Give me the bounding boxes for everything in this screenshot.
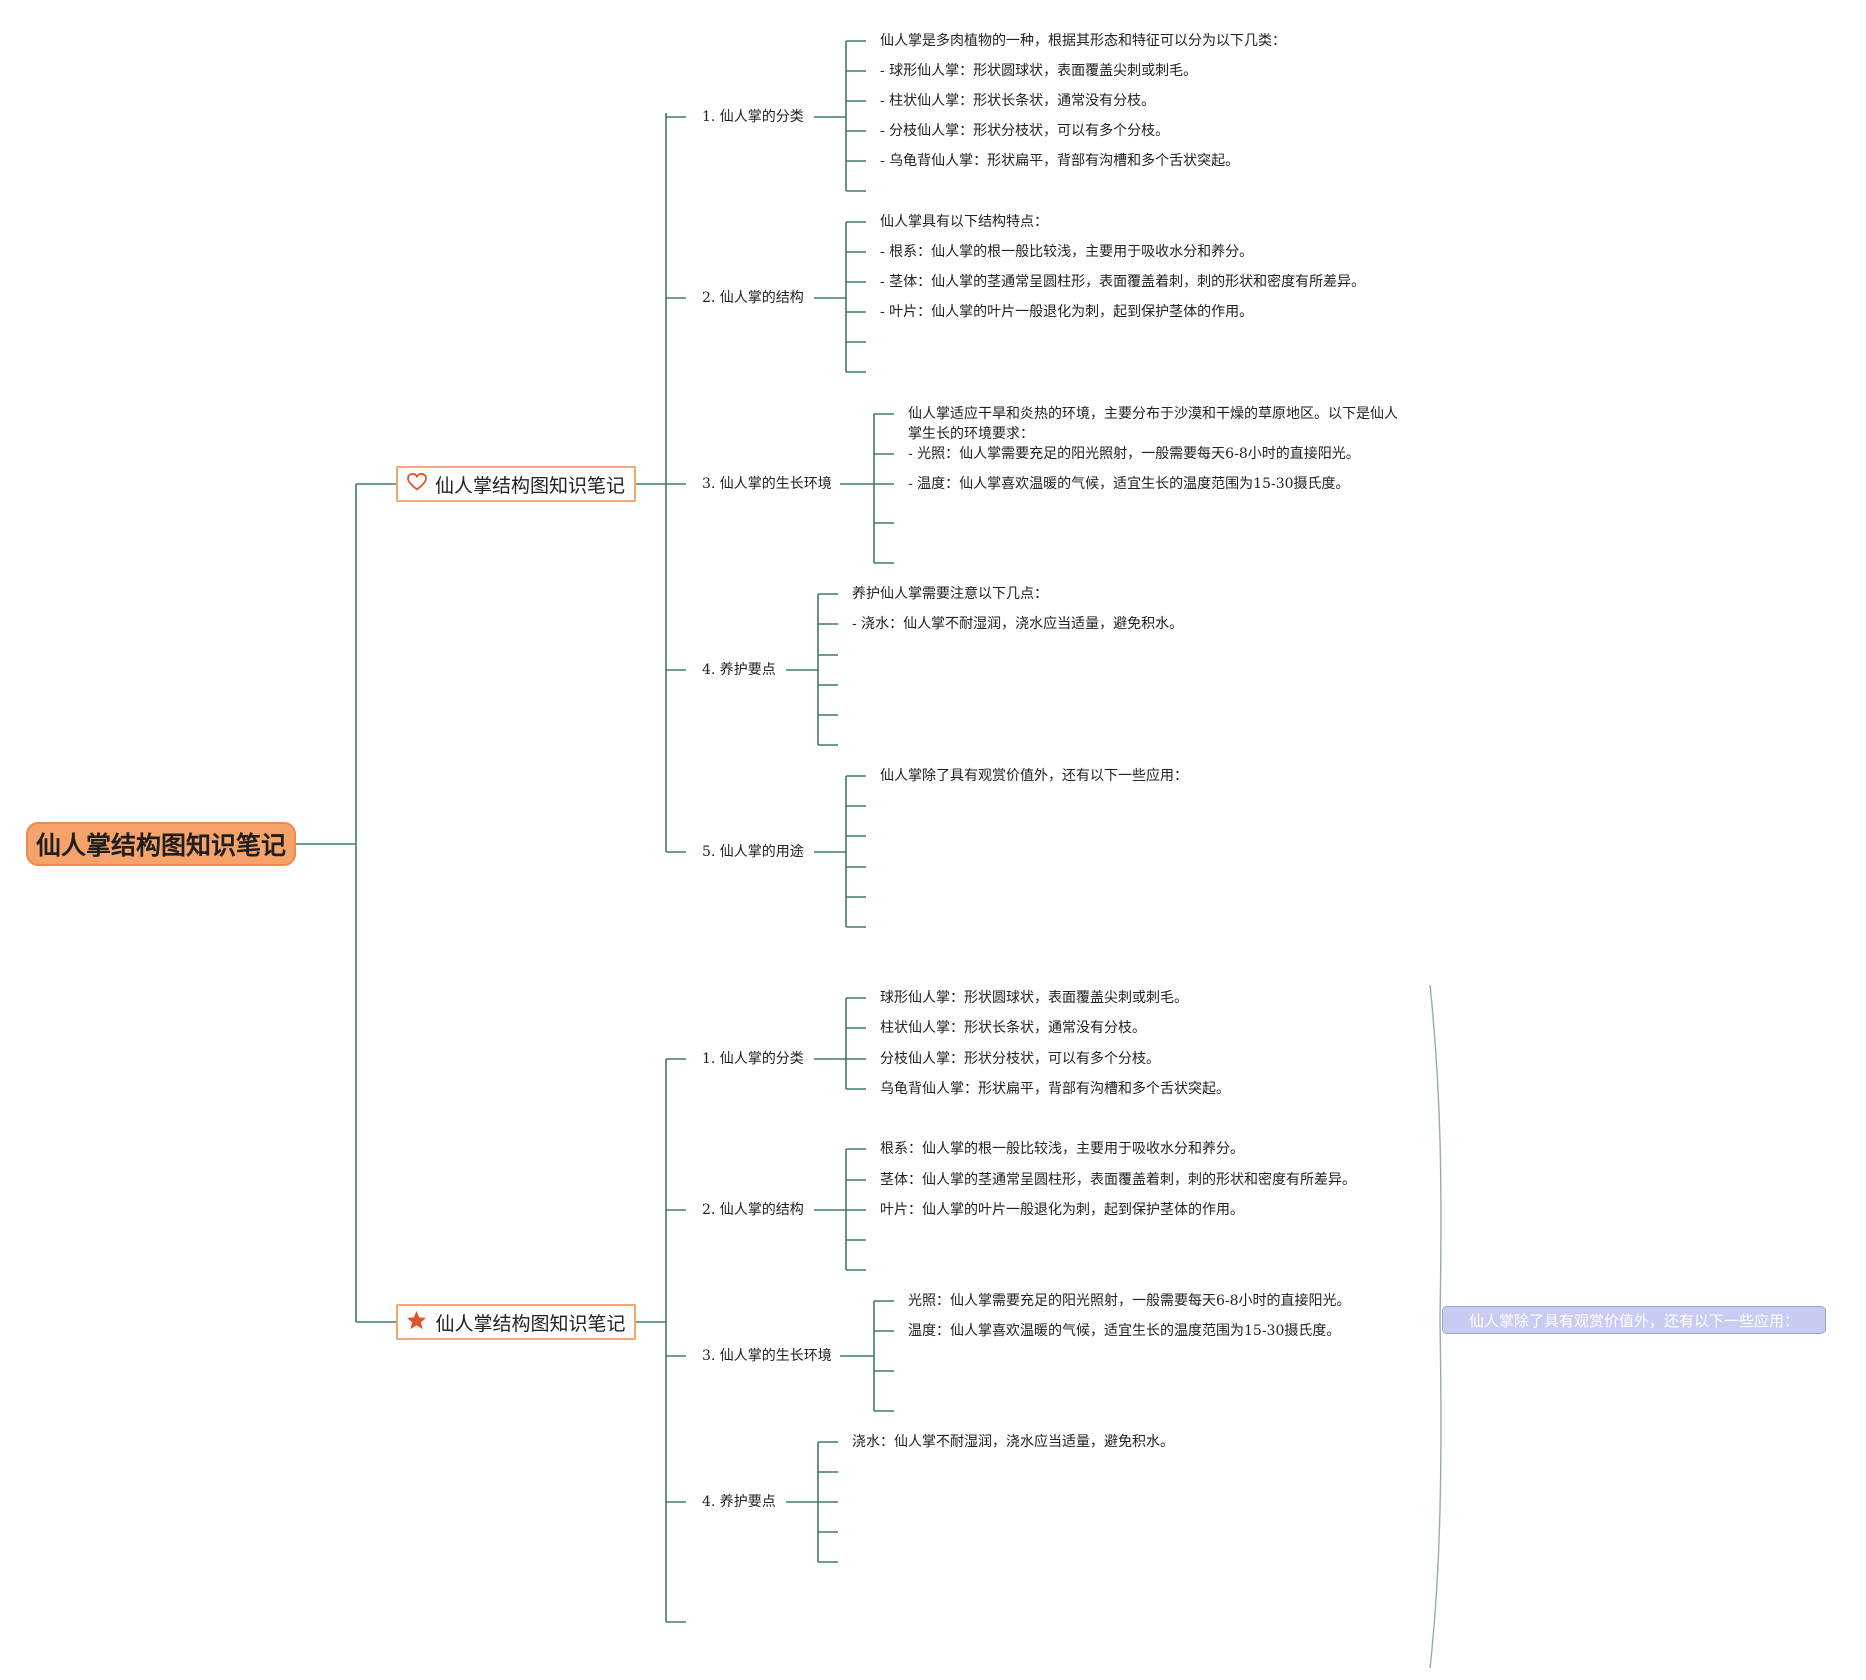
star-icon: [406, 1310, 427, 1335]
leaf-text[interactable]: 光照：仙人掌需要充足的阳光照射，一般需要每天6-8小时的直接阳光。: [908, 1293, 1351, 1309]
section-title[interactable]: 4. 养护要点: [702, 1494, 776, 1510]
section-title[interactable]: 3. 仙人掌的生长环境: [702, 1348, 832, 1364]
root-topic[interactable]: 仙人掌结构图知识笔记: [26, 822, 296, 866]
section-title[interactable]: 2. 仙人掌的结构: [702, 290, 804, 306]
section-title[interactable]: 2. 仙人掌的结构: [702, 1202, 804, 1218]
leaf-text[interactable]: - 乌龟背仙人掌：形状扁平，背部有沟槽和多个舌状突起。: [880, 153, 1240, 169]
branch-topic-1[interactable]: 仙人掌结构图知识笔记: [396, 466, 636, 502]
branch-topic-label: 仙人掌结构图知识笔记: [434, 474, 625, 497]
leaf-text[interactable]: 茎体：仙人掌的茎通常呈圆柱形，表面覆盖着刺，刺的形状和密度有所差异。: [880, 1172, 1356, 1188]
leaf-text[interactable]: 温度：仙人掌喜欢温暖的气候，适宜生长的温度范围为15-30摄氏度。: [908, 1323, 1341, 1339]
section-title[interactable]: 5. 仙人掌的用途: [702, 844, 804, 860]
leaf-text[interactable]: 仙人掌具有以下结构特点：: [880, 214, 1048, 230]
leaf-text[interactable]: 仙人掌适应干旱和炎热的环境，主要分布于沙漠和干燥的草原地区。以下是仙人掌生长的环…: [908, 406, 1398, 442]
summary-brace: [1429, 984, 1442, 1669]
leaf-text[interactable]: 浇水：仙人掌不耐湿润，浇水应当适量，避免积水。: [852, 1434, 1174, 1450]
leaf-text[interactable]: - 分枝仙人掌：形状分枝状，可以有多个分枝。: [880, 123, 1170, 139]
leaf-text[interactable]: - 叶片：仙人掌的叶片一般退化为刺，起到保护茎体的作用。: [880, 304, 1254, 320]
leaf-text[interactable]: 根系：仙人掌的根一般比较浅，主要用于吸收水分和养分。: [880, 1141, 1244, 1157]
leaf-text[interactable]: 仙人掌是多肉植物的一种，根据其形态和特征可以分为以下几类：: [880, 33, 1286, 49]
leaf-text[interactable]: 分枝仙人掌：形状分枝状，可以有多个分枝。: [880, 1051, 1160, 1067]
leaf-text[interactable]: - 浇水：仙人掌不耐湿润，浇水应当适量，避免积水。: [852, 616, 1184, 632]
summary-callout[interactable]: 仙人掌除了具有观赏价值外，还有以下一些应用：: [1442, 1306, 1826, 1334]
leaf-text[interactable]: 球形仙人掌：形状圆球状，表面覆盖尖刺或刺毛。: [880, 990, 1188, 1006]
branch-topic-2[interactable]: 仙人掌结构图知识笔记: [396, 1304, 636, 1340]
leaf-text[interactable]: 乌龟背仙人掌：形状扁平，背部有沟槽和多个舌状突起。: [880, 1081, 1230, 1097]
leaf-text[interactable]: - 柱状仙人掌：形状长条状，通常没有分枝。: [880, 93, 1156, 109]
leaf-text[interactable]: 养护仙人掌需要注意以下几点：: [852, 586, 1048, 602]
leaf-text[interactable]: - 光照：仙人掌需要充足的阳光照射，一般需要每天6-8小时的直接阳光。: [908, 446, 1360, 462]
section-title[interactable]: 4. 养护要点: [702, 662, 776, 678]
leaf-text[interactable]: - 球形仙人掌：形状圆球状，表面覆盖尖刺或刺毛。: [880, 63, 1198, 79]
leaf-text[interactable]: 叶片：仙人掌的叶片一般退化为刺，起到保护茎体的作用。: [880, 1202, 1244, 1218]
leaf-text[interactable]: 柱状仙人掌：形状长条状，通常没有分枝。: [880, 1020, 1146, 1036]
heart-outline-icon: [407, 472, 427, 496]
branch-topic-label: 仙人掌结构图知识笔记: [435, 1312, 626, 1335]
section-title[interactable]: 1. 仙人掌的分类: [702, 109, 804, 125]
leaf-text[interactable]: - 茎体：仙人掌的茎通常呈圆柱形，表面覆盖着刺，刺的形状和密度有所差异。: [880, 274, 1366, 290]
leaf-text[interactable]: 仙人掌除了具有观赏价值外，还有以下一些应用：: [880, 768, 1188, 784]
leaf-text[interactable]: - 温度：仙人掌喜欢温暖的气候，适宜生长的温度范围为15-30摄氏度。: [908, 476, 1350, 492]
section-title[interactable]: 3. 仙人掌的生长环境: [702, 476, 832, 492]
section-title[interactable]: 1. 仙人掌的分类: [702, 1051, 804, 1067]
leaf-text[interactable]: - 根系：仙人掌的根一般比较浅，主要用于吸收水分和养分。: [880, 244, 1254, 260]
